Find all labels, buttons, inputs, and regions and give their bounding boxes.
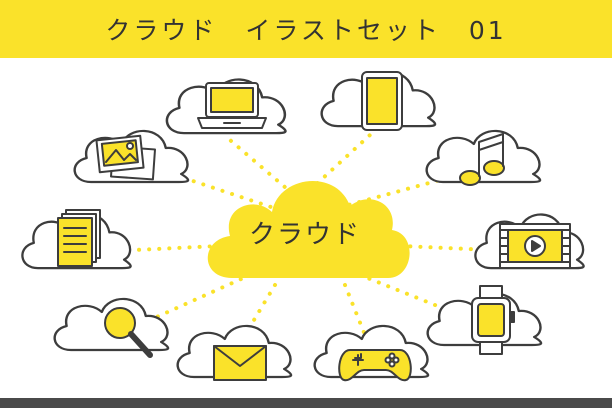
mail-icon: [213, 345, 267, 381]
video-player-icon: [499, 223, 571, 269]
music-note-icon: [459, 133, 505, 186]
title-banner: クラウド イラストセット 01: [0, 0, 612, 58]
game-controller-icon: [338, 349, 412, 382]
photos-icon: [95, 134, 156, 181]
laptop-icon: [197, 82, 267, 129]
smartwatch-icon: [471, 285, 515, 355]
banner-title: クラウド イラストセット 01: [105, 16, 507, 45]
central-cloud: [207, 181, 410, 278]
footer-bar: [0, 398, 612, 408]
cloud-music: [425, 129, 542, 184]
magnifier-icon: [104, 307, 153, 358]
center-cloud-label: クラウド: [248, 220, 361, 250]
tablet-icon: [361, 71, 403, 131]
documents-icon: [57, 209, 101, 267]
